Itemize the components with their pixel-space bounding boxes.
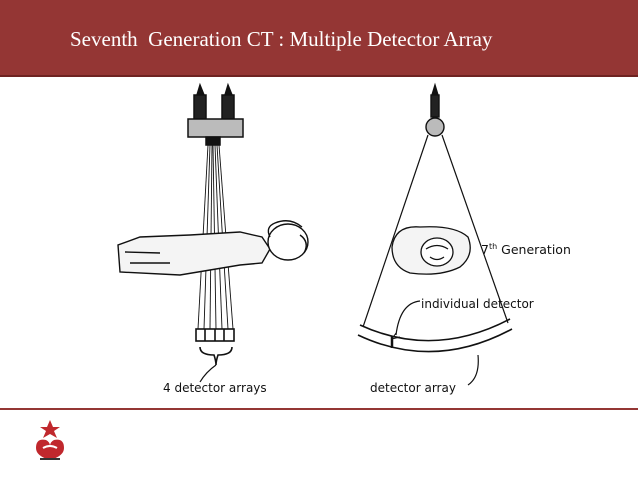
label-detector-array: detector array	[370, 381, 456, 395]
leader-lines-right	[390, 300, 479, 386]
patient-left	[117, 220, 309, 276]
detector-array-right	[357, 318, 513, 353]
institution-logo-icon	[36, 420, 64, 460]
slide-title: Seventh Generation CT : Multiple Detecto…	[70, 27, 493, 51]
xray-source-left	[187, 82, 244, 146]
xray-source-right	[425, 82, 445, 137]
ct-diagram-svg	[117, 82, 513, 386]
footer-bar	[0, 408, 638, 479]
generation-label: 7th Generation	[481, 242, 571, 258]
title-bar: Seventh Generation CT : Multiple Detecto…	[0, 0, 638, 77]
detector-arrays-left	[195, 328, 235, 383]
xray-fan-right	[362, 134, 509, 328]
caption-4-detector-arrays: 4 detector arrays	[163, 381, 267, 395]
patient-right	[391, 226, 471, 275]
ct-figure: 7th Generation 4 detector arrays individ…	[0, 77, 638, 407]
label-individual-detector: individual detector	[421, 297, 534, 311]
